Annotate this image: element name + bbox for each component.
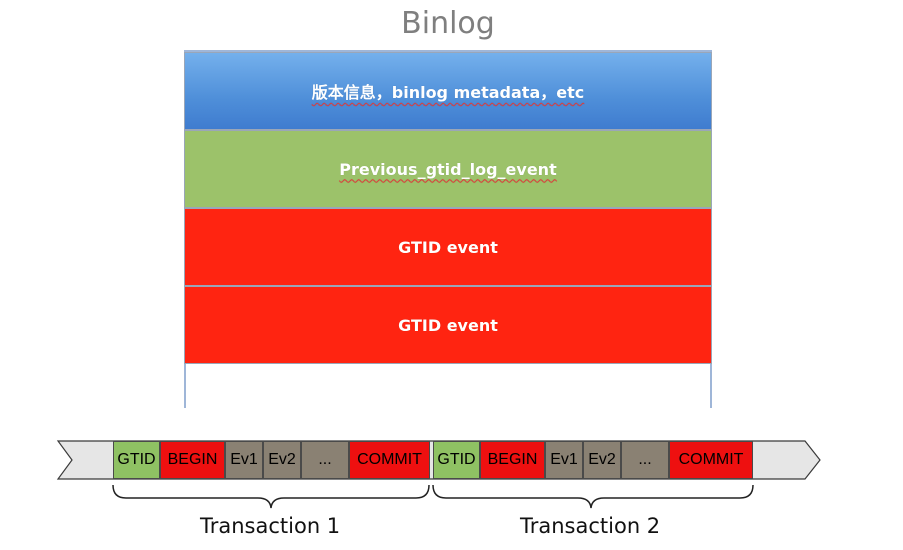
tx2-ev2-cell: Ev2: [583, 441, 621, 479]
tx2-commit-cell: COMMIT: [669, 441, 753, 479]
gtid-event-label-1: GTID event: [398, 237, 498, 257]
tx2-begin-cell: BEGIN: [480, 441, 545, 479]
tx1-ellipsis-cell: ...: [301, 441, 349, 479]
tx1-begin-cell: BEGIN: [160, 441, 225, 479]
tx2-ev1-cell: Ev1: [545, 441, 583, 479]
transaction-2-label: Transaction 2: [520, 514, 661, 538]
tx2-ellipsis-cell: ...: [621, 441, 669, 479]
binlog-metadata-block: 版本信息，binlog metadata，etc: [184, 52, 712, 130]
transaction-1-label: Transaction 1: [200, 514, 341, 538]
previous-gtid-log-event-label: Previous_gtid_log_event: [339, 159, 557, 179]
binlog-metadata-label: 版本信息，binlog metadata，etc: [311, 83, 585, 102]
transaction-1-brace: [112, 484, 430, 509]
transaction-2-brace: [432, 484, 754, 509]
tx1-commit-cell: COMMIT: [349, 441, 430, 479]
tx2-gtid-cell: GTID: [433, 441, 480, 479]
binlog-file-stack: 版本信息，binlog metadata，etc Previous_gtid_l…: [184, 50, 712, 408]
previous-gtid-log-event-block: Previous_gtid_log_event: [184, 130, 712, 208]
tx1-gtid-cell: GTID: [113, 441, 160, 479]
diagram-title: Binlog: [401, 6, 495, 41]
gtid-event-block-1: GTID event: [184, 208, 712, 286]
tx1-ev1-cell: Ev1: [225, 441, 263, 479]
gtid-event-block-2: GTID event: [184, 286, 712, 364]
stack-top-border: [184, 50, 712, 52]
gtid-event-label-2: GTID event: [398, 315, 498, 335]
tx1-ev2-cell: Ev2: [263, 441, 301, 479]
